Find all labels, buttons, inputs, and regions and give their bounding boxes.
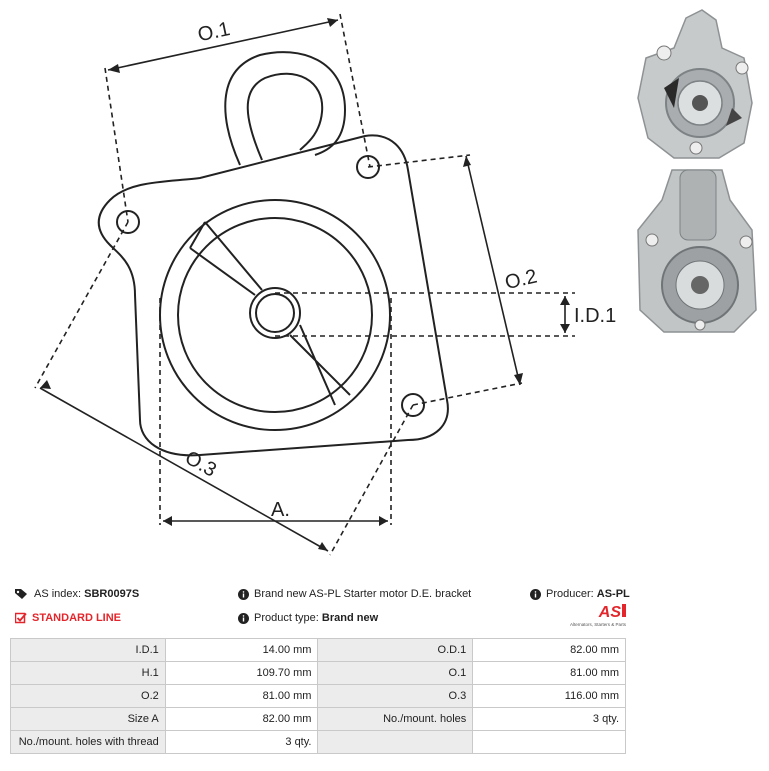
mount-hole-bottom-right (401, 393, 425, 417)
spec-label-cell: O.2 (10, 684, 166, 708)
sector-cut (189, 221, 351, 406)
standard-line: STANDARD LINE (15, 612, 121, 624)
label-od1: O.1 (196, 18, 232, 46)
spec-value-cell: 82.00 mm (472, 638, 626, 662)
spec-value-cell: 3 qty. (472, 707, 626, 731)
checkbox-icon (15, 612, 27, 624)
producer-value: AS-PL (596, 588, 630, 600)
spec-label-cell: I.D.1 (10, 638, 166, 662)
top-lug-outline (224, 51, 347, 166)
hub-inner-circle (255, 293, 295, 333)
label-od3: O.3 (181, 447, 220, 482)
product-type-value: Brand new (321, 612, 379, 624)
as-pl-logo: AS Alternators, Starters & Parts (562, 604, 626, 632)
tags-icon (15, 589, 27, 599)
spec-value-cell: 116.00 mm (472, 684, 626, 708)
description: Brand new AS-PL Starter motor D.E. brack… (238, 588, 471, 600)
info-icon (238, 588, 249, 600)
label-od2: O.2 (503, 265, 539, 294)
spec-value-cell: 81.00 mm (164, 684, 319, 708)
standard-line-label: STANDARD LINE (32, 612, 122, 624)
spec-label-cell: Size A (10, 707, 166, 731)
info-icon (530, 588, 541, 600)
info-icon (238, 612, 249, 624)
logo-tagline: Alternators, Starters & Parts (569, 622, 626, 627)
spec-value-cell: 14.00 mm (164, 638, 319, 662)
as-index-label: AS index: (34, 588, 82, 600)
producer-label: Producer: (546, 588, 594, 600)
inner-bore-circle (177, 217, 373, 413)
as-index: AS index: SBR0097S (15, 588, 139, 600)
outer-bore-circle (159, 199, 391, 431)
flange-outline (97, 134, 449, 457)
spec-label-cell: O.D.1 (317, 638, 474, 662)
logo-bar-icon (622, 604, 626, 617)
product-type-label: Product type: (254, 612, 319, 624)
description-text: Brand new AS-PL Starter motor D.E. brack… (254, 588, 472, 600)
product-photo-top (637, 9, 753, 159)
spec-value-cell: 81.00 mm (472, 661, 626, 685)
producer: Producer: AS-PL (530, 588, 630, 600)
mount-hole-left (116, 210, 140, 234)
spec-label-cell: O.3 (317, 684, 474, 708)
spec-value-cell: 82.00 mm (164, 707, 319, 731)
spec-value-cell (472, 730, 626, 754)
spec-label-cell: H.1 (10, 661, 166, 685)
label-size-a: A. (271, 499, 290, 521)
top-lug-inner (246, 72, 324, 161)
spec-label-cell: No./mount. holes (317, 707, 474, 731)
spec-value-cell: 3 qty. (164, 730, 319, 754)
as-index-value: SBR0097S (84, 588, 140, 600)
hub-outer-circle (249, 287, 301, 339)
product-photo-bottom (637, 169, 757, 333)
logo-text: AS (598, 604, 621, 621)
product-type: Product type: Brand new (238, 612, 378, 624)
spec-label-cell (317, 730, 474, 754)
spec-label-cell: O.1 (317, 661, 474, 685)
technical-drawing: O.1 O.2 O.3 I.D.1 A. (34, 13, 616, 556)
label-id1: I.D.1 (574, 305, 616, 327)
spec-label-cell: No./mount. holes with thread (10, 730, 166, 754)
spec-value-cell: 109.70 mm (164, 661, 319, 685)
